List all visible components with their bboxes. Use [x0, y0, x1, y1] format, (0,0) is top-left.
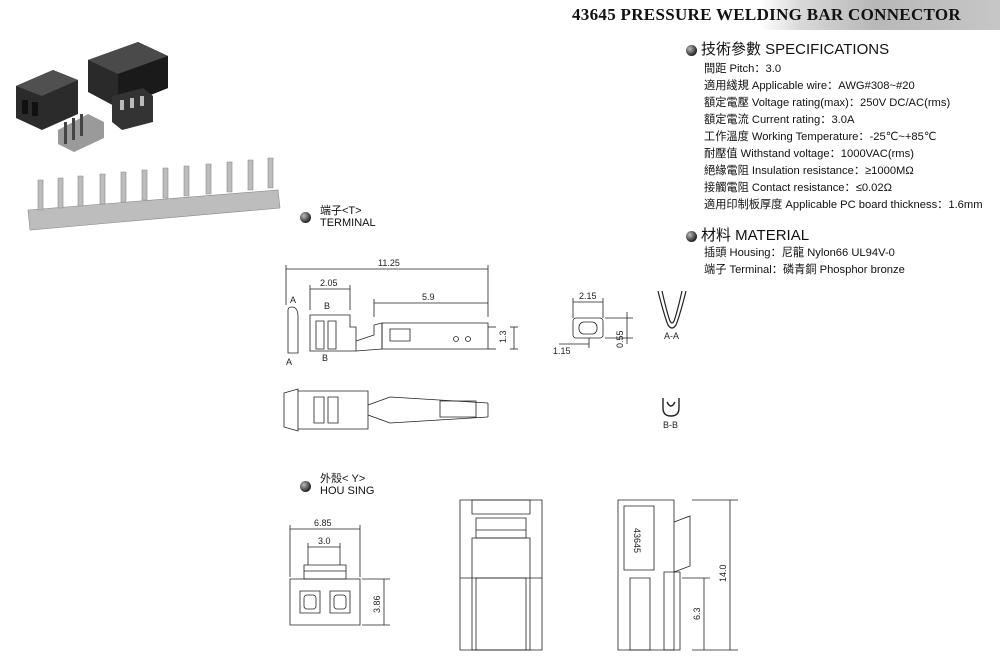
aa-profile-drawing: A-A [650, 285, 700, 341]
bullet-icon [300, 481, 311, 492]
terminal-drawing: 11.25 2.05 5.9 1.3 A A B B [270, 258, 530, 445]
specifications-list: 間距 Pitch：3.0 適用綫規 Applicable wire：AWG#30… [704, 61, 983, 214]
housing-width: 6.85 [314, 518, 332, 528]
bullet-icon [300, 212, 311, 223]
spec-voltage: 額定電壓 Voltage rating(max)：250V DC/AC(rms) [704, 97, 951, 109]
header-banner [500, 0, 1000, 30]
bb-profile-drawing: B-B [655, 392, 700, 430]
material-list: 插頭 Housing：尼龍 Nylon66 UL94V-0 端子 Termina… [704, 245, 905, 279]
housing-profile-drawing: 43645 14.0 6.3 [610, 492, 745, 654]
housing-total-height: 14.0 [718, 564, 728, 582]
housing-lower-height: 6.3 [692, 607, 702, 620]
part-marking: 43645 [632, 528, 642, 553]
product-photo [16, 42, 281, 231]
spec-current: 額定電流 Current rating：3.0A [704, 114, 855, 126]
dim-d2: 5.9 [422, 292, 435, 302]
terminal-label-cn: 端子<T> [320, 205, 362, 217]
terminal-label-en: TERMINAL [320, 217, 376, 229]
dim-overall: 11.25 [378, 258, 400, 268]
section-mark-a-top: A [290, 295, 296, 305]
header-photo-pins [58, 114, 104, 152]
material-terminal: 端子 Terminal：磷青銅 Phosphor bronze [704, 264, 905, 276]
housing-side-drawing [452, 492, 552, 654]
specifications-heading: 技術參數 SPECIFICATIONS [686, 38, 889, 59]
section-height: 0.55 [615, 330, 625, 348]
housing-label-cn: 外殼< Y> [320, 473, 366, 485]
housing-pitch: 3.0 [318, 536, 331, 546]
section-mark-a-bottom: A [286, 357, 292, 367]
material-heading: 材料 MATERIAL [686, 224, 809, 245]
bullet-icon [686, 44, 697, 56]
material-housing: 插頭 Housing：尼龍 Nylon66 UL94V-0 [704, 247, 895, 259]
dim-d1: 2.05 [320, 278, 338, 288]
spec-pcb-thickness: 適用印制板厚度 Applicable PC board thickness：1.… [704, 199, 983, 211]
section-mark-b-top: B [324, 301, 330, 311]
spec-withstand: 耐壓值 Withstand voltage：1000VAC(rms) [704, 148, 914, 160]
section-mark-b-bottom: B [322, 353, 328, 363]
housing-height: 3.86 [372, 595, 382, 613]
housing-photo-medium [16, 70, 78, 130]
spec-pitch: 間距 Pitch：3.0 [704, 63, 782, 75]
spec-contact: 接觸電阻 Contact resistance：≤0.02Ω [704, 182, 892, 194]
spec-insulation: 絕緣電阻 Insulation resistance：≥1000MΩ [704, 165, 914, 177]
section-offset: 1.15 [553, 346, 571, 356]
bb-label: B-B [663, 420, 678, 430]
contact-section-drawing: 2.15 1.15 0.55 [553, 291, 640, 356]
page-title: 43645 PRESSURE WELDING BAR CONNECTOR [572, 5, 961, 24]
section-width: 2.15 [579, 291, 597, 301]
dim-height: 1.3 [498, 330, 508, 343]
spec-temperature: 工作溫度 Working Temperature：-25℃~+85℃ [704, 131, 937, 143]
terminal-strip-photo [27, 158, 281, 231]
aa-label: A-A [664, 331, 679, 341]
housing-label-en: HOU SING [320, 485, 375, 497]
spec-wire: 適用綫規 Applicable wire：AWG#308~#20 [704, 80, 915, 92]
header-photo-small [112, 88, 153, 130]
housing-front-drawing: 6.85 3.0 3.86 [280, 518, 395, 645]
bullet-icon [686, 230, 697, 242]
